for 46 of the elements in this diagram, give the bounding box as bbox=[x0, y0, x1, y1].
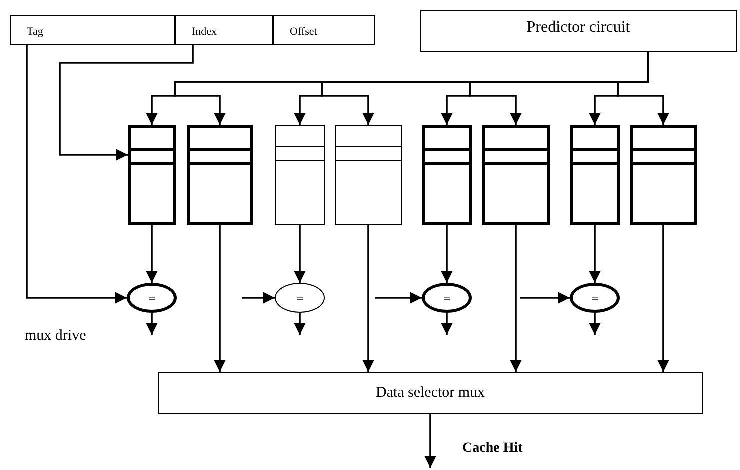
arrow bbox=[294, 225, 306, 283]
arrow bbox=[424, 414, 436, 468]
address-field bbox=[175, 15, 273, 45]
arrow bbox=[146, 313, 158, 335]
mux-box bbox=[158, 372, 703, 414]
arrow bbox=[441, 225, 453, 283]
arrow bbox=[520, 292, 570, 304]
node-text: Tag bbox=[27, 24, 44, 40]
arrow bbox=[362, 225, 374, 372]
arrow bbox=[589, 225, 601, 283]
node-text: Predictor circuit bbox=[526, 18, 630, 38]
arrow bbox=[617, 52, 670, 125]
memory-array-box bbox=[275, 125, 325, 225]
comparator-ellipse bbox=[275, 283, 325, 313]
arrow bbox=[242, 292, 275, 304]
arrow bbox=[26, 45, 127, 304]
node-text: = bbox=[296, 292, 304, 304]
node-text: = bbox=[443, 292, 451, 304]
comparator-ellipse bbox=[127, 283, 177, 313]
memory-array-box bbox=[128, 125, 176, 225]
node-text: = bbox=[591, 292, 599, 304]
memory-array-box bbox=[570, 125, 620, 225]
arrow bbox=[59, 45, 194, 161]
arrow bbox=[589, 313, 601, 335]
arrow bbox=[658, 225, 670, 372]
node-text: Offset bbox=[290, 24, 318, 40]
arrow bbox=[294, 313, 306, 335]
memory-array-box bbox=[187, 125, 253, 225]
memory-array-box bbox=[482, 125, 550, 225]
node-text: = bbox=[148, 292, 156, 304]
comparator-ellipse bbox=[570, 283, 620, 313]
comparator-ellipse bbox=[422, 283, 472, 313]
arrow bbox=[375, 292, 422, 304]
arrow bbox=[441, 313, 453, 335]
node-text: Index bbox=[192, 24, 218, 40]
node-text: Data selector mux bbox=[376, 384, 486, 403]
arrow bbox=[146, 225, 158, 283]
memory-array-box bbox=[422, 125, 472, 225]
arrow bbox=[510, 225, 522, 372]
arrow bbox=[214, 225, 226, 372]
memory-array-box bbox=[335, 125, 402, 225]
predictor-box bbox=[420, 10, 737, 52]
signal-label: mux drive bbox=[25, 327, 86, 346]
address-field bbox=[10, 15, 175, 45]
address-field bbox=[273, 15, 375, 45]
memory-array-box bbox=[630, 125, 697, 225]
